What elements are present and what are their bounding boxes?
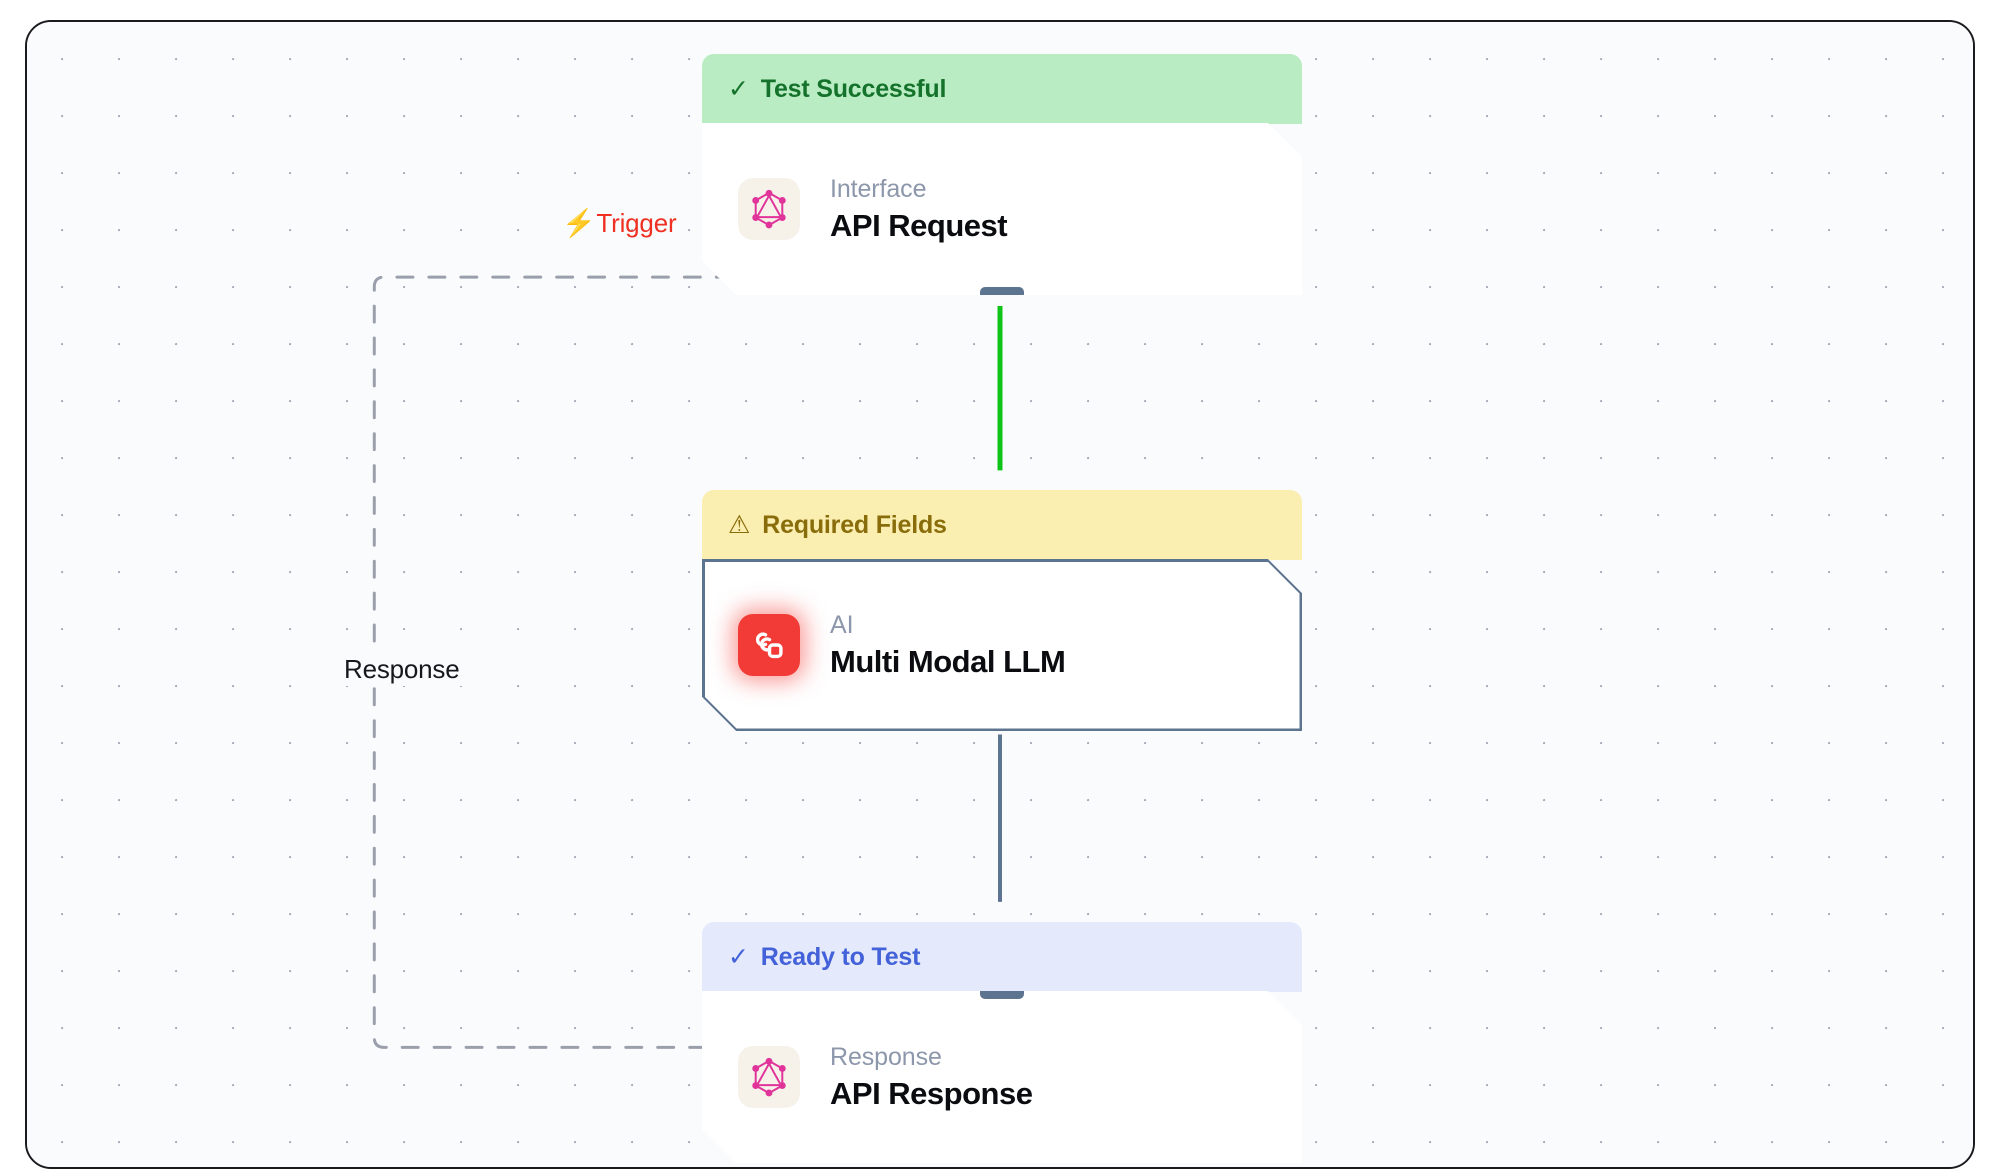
edge-label-response: Response xyxy=(337,653,467,686)
node-api-response[interactable]: ✓ Ready to Test xyxy=(702,922,1302,1163)
node-card-api-response[interactable]: Response API Response xyxy=(702,991,1302,1163)
status-badge-required-fields: ⚠ Required Fields xyxy=(702,490,1302,560)
workflow-app-frame: ⚡ Trigger Response ✓ Test Successful xyxy=(25,20,1975,1169)
node-text-api-response: Response API Response xyxy=(830,1043,1032,1112)
node-title-label: Multi Modal LLM xyxy=(830,643,1066,679)
node-kind-label: AI xyxy=(830,610,854,639)
ai-model-icon xyxy=(738,614,800,676)
graphql-icon xyxy=(738,1046,800,1108)
check-icon: ✓ xyxy=(728,74,749,103)
graphql-icon xyxy=(738,178,800,240)
node-text-multi-modal-llm: AI Multi Modal LLM xyxy=(830,611,1065,680)
edge-label-trigger-text: Trigger xyxy=(596,208,677,238)
node-card-api-request[interactable]: Interface API Request xyxy=(702,123,1302,295)
node-kind-label: Response xyxy=(830,1042,942,1071)
status-badge-label: Ready to Test xyxy=(760,942,921,971)
status-badge-label: Test Successful xyxy=(760,74,947,103)
edge-label-trigger: ⚡ Trigger xyxy=(562,208,677,239)
node-multi-modal-llm[interactable]: ⚠ Required Fields AI Multi Modal LLM xyxy=(702,490,1302,731)
node-card-multi-modal-llm[interactable]: AI Multi Modal LLM xyxy=(702,559,1302,731)
warning-triangle-icon: ⚠ xyxy=(728,510,751,539)
node-text-api-request: Interface API Request xyxy=(830,175,1007,244)
status-badge-label: Required Fields xyxy=(762,510,947,539)
lightning-bolt-icon: ⚡ xyxy=(562,208,596,238)
node-api-request[interactable]: ✓ Test Successful xyxy=(702,54,1302,295)
status-badge-test-successful: ✓ Test Successful xyxy=(702,54,1302,124)
status-badge-ready-to-test: ✓ Ready to Test xyxy=(702,922,1302,992)
check-icon: ✓ xyxy=(728,942,749,971)
node-title-label: API Request xyxy=(830,207,1008,243)
edge-label-response-text: Response xyxy=(344,654,460,684)
node-kind-label: Interface xyxy=(830,174,927,203)
node-title-label: API Response xyxy=(830,1075,1033,1111)
